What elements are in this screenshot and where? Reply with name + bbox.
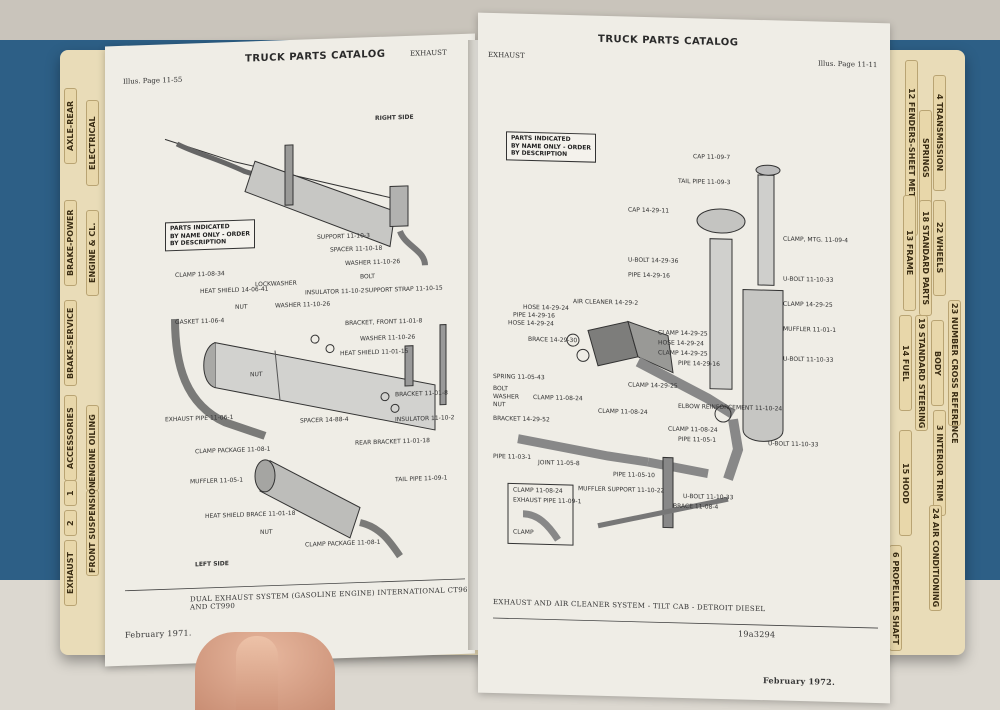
tab-hood[interactable]: 15 HOOD — [899, 430, 912, 536]
part-label: LOCKWASHER — [255, 279, 297, 289]
tab-frame[interactable]: 13 FRAME — [903, 195, 916, 311]
part-label: CAP 14-29-11 — [628, 206, 670, 215]
part-label: CLAMP 11-08-24 — [668, 425, 718, 434]
tab-standard-parts[interactable]: 18 STANDARD PARTS — [919, 200, 932, 316]
part-label: CLAMP 11-08-24 — [513, 486, 563, 495]
part-label: CAP 11-09-7 — [693, 153, 731, 162]
part-label: PIPE 14-29-16 — [678, 359, 720, 368]
part-label: PIPE 14-29-16 — [628, 271, 670, 280]
part-label: BRACE 14-29-30 — [528, 335, 578, 345]
right-page-date: February 1972. — [763, 675, 836, 687]
part-label: U-BOLT 11-10-33 — [683, 492, 734, 502]
part-label: CLAMP 14-29-25 — [628, 381, 678, 390]
part-label: TAIL PIPE 11-09-3 — [678, 177, 731, 187]
part-label: BRACE 11-08-4 — [673, 502, 719, 511]
tab-1[interactable]: 1 — [64, 480, 77, 506]
part-label: CLAMP 11-08-24 — [598, 407, 648, 417]
tab-air-conditioning[interactable]: 24 AIR CONDITIONING — [929, 505, 942, 611]
part-label: HOSE 14-29-24 — [508, 319, 554, 328]
tab-wheels[interactable]: 22 WHEELS — [933, 200, 946, 296]
tab-accessories[interactable]: ACCESSORIES — [64, 395, 77, 481]
part-label: MUFFLER 11-01-1 — [783, 325, 837, 334]
part-label: WASHER — [493, 392, 519, 401]
part-label: NUT — [260, 528, 273, 537]
part-label: BOLT — [360, 273, 375, 281]
part-label: BRACKET 14-29-52 — [493, 414, 550, 424]
tab-front-suspension[interactable]: FRONT SUSPENSION — [86, 481, 99, 576]
left-exhaust-diagram — [125, 138, 465, 592]
right-exhaust-diagram — [493, 164, 878, 629]
tab-axle-rear[interactable]: AXLE-REAR — [64, 88, 77, 164]
tab-standard-steering[interactable]: 19 STANDARD STEERING — [915, 315, 928, 431]
tab-interior-trim[interactable]: 3 INTERIOR TRIM — [933, 410, 946, 516]
left-page: TRUCK PARTS CATALOG EXHAUST Illus. Page … — [105, 33, 475, 667]
right-page: TRUCK PARTS CATALOG EXHAUST Illus. Page … — [478, 12, 890, 704]
part-label: NUT — [493, 400, 506, 409]
part-label: CLAMP 14-29-25 — [658, 349, 708, 358]
tab-transmission[interactable]: 4 TRANSMISSION — [933, 75, 946, 191]
tab-springs[interactable]: SPRINGS — [919, 110, 932, 206]
part-label: BOLT — [493, 384, 508, 393]
part-label: PIPE 11-03-1 — [493, 452, 532, 461]
part-label: U-BOLT 11-10-33 — [783, 355, 834, 364]
tab-engine-oiling[interactable]: ENGINE OILING — [86, 405, 99, 491]
part-label: CLAMP 14-29-25 — [658, 329, 708, 338]
tab-propeller-shaft[interactable]: 6 PROPELLER SHAFT — [889, 545, 902, 651]
part-label: CLAMP — [513, 528, 534, 537]
part-label: HOSE 14-29-24 — [658, 339, 704, 348]
tab-2[interactable]: 2 — [64, 510, 77, 536]
tab-brake-power[interactable]: BRAKE-POWER — [64, 200, 77, 286]
part-label: PIPE 11-05-10 — [613, 471, 655, 480]
part-label: NUT — [250, 370, 263, 379]
right-page-code: 19a3294 — [738, 629, 776, 640]
tab-fenders-sheet-metal[interactable]: 12 FENDERS-SHEET METAL — [905, 60, 918, 236]
part-label: U-BOLT 11-10-33 — [768, 440, 819, 449]
tab-fuel[interactable]: 14 FUEL — [899, 315, 912, 411]
tab-body[interactable]: BODY — [931, 320, 944, 406]
tab-exhaust[interactable]: EXHAUST — [64, 540, 77, 606]
part-label: U-BOLT 14-29-36 — [628, 256, 679, 265]
part-label: PIPE 14-29-16 — [513, 311, 555, 320]
part-label: U-BOLT 11-10-33 — [783, 275, 834, 284]
part-label: NUT — [235, 303, 248, 311]
part-label: JOINT 11-05-8 — [538, 459, 580, 468]
part-label: CLAMP 11-08-24 — [533, 394, 583, 403]
part-label: PIPE 11-05-1 — [678, 435, 717, 444]
tab-engine-cl[interactable]: ENGINE & CL. — [86, 210, 99, 296]
tab-number-cross-reference[interactable]: 23 NUMBER CROSS REFERENCE — [948, 300, 961, 444]
part-label: HOSE 14-29-24 — [523, 303, 569, 312]
left-side-label: LEFT SIDE — [195, 560, 229, 569]
part-label: CLAMP 14-29-25 — [783, 300, 833, 309]
tab-electrical[interactable]: ELECTRICAL — [86, 100, 99, 186]
thumb — [236, 636, 278, 710]
part-label: SPRING 11-05-43 — [493, 372, 545, 382]
tab-brake-service[interactable]: BRAKE-SERVICE — [64, 300, 77, 386]
